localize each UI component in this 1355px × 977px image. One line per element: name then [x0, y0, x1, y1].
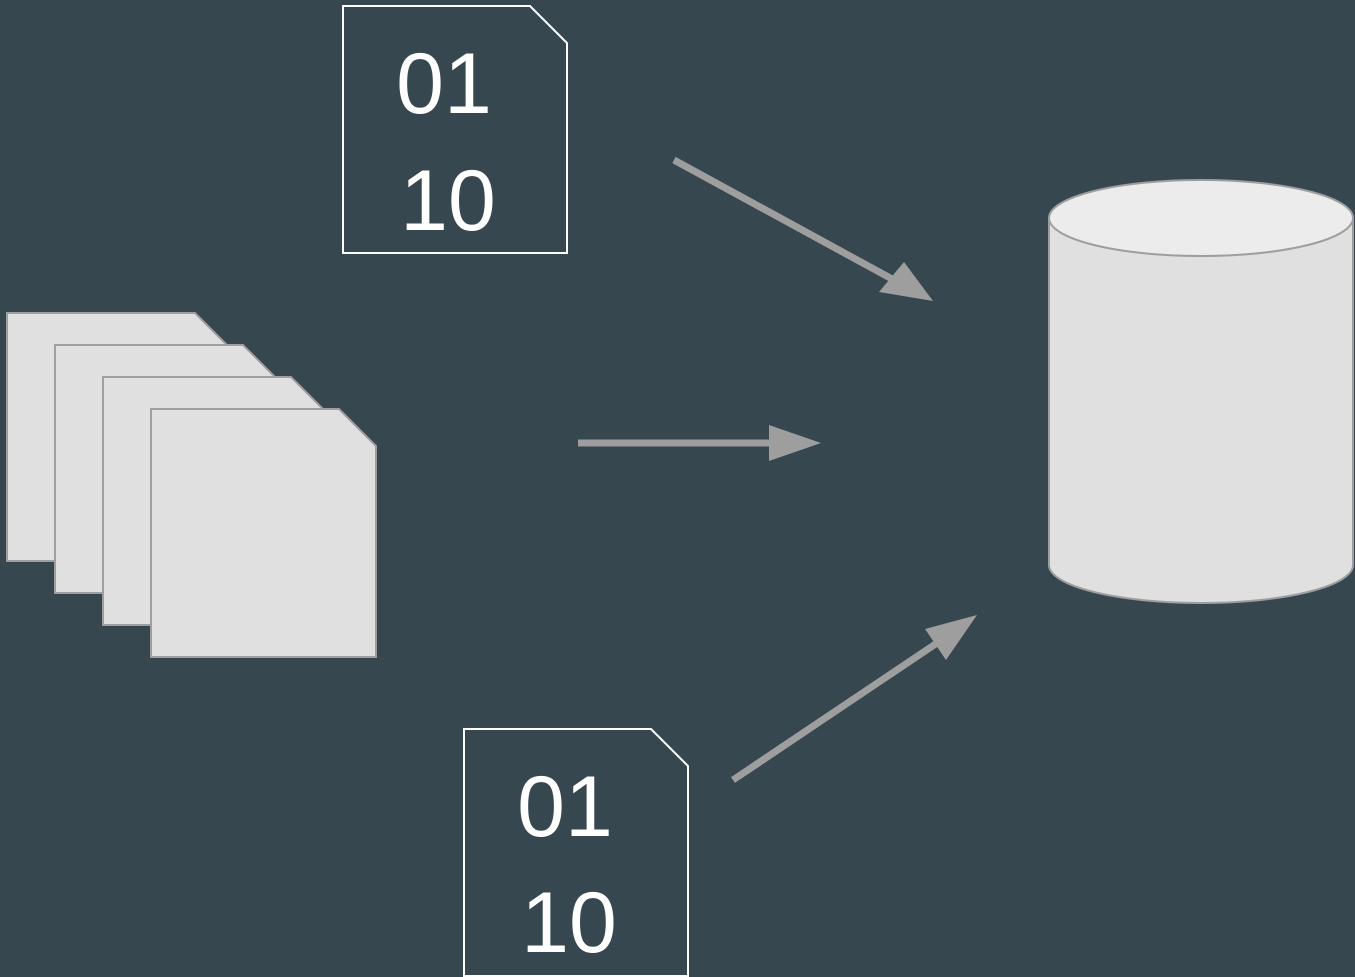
- binary-file-icon: [342, 5, 568, 254]
- arrow-top: [672, 156, 933, 301]
- arrow-icon: [731, 638, 942, 783]
- arrow-icon: [672, 156, 894, 283]
- arrow-head-icon: [879, 262, 933, 301]
- document-sheet-4: [150, 408, 377, 658]
- arrow-bottom: [731, 615, 977, 783]
- arrow-head-icon: [769, 425, 821, 461]
- database-body: [1048, 217, 1354, 604]
- binary-file-icon: [463, 728, 689, 977]
- document-stack-icon: [6, 312, 377, 658]
- binary-file-top-line2: 10: [400, 153, 496, 249]
- binary-file-top: 01 10: [342, 5, 568, 254]
- database-top: [1048, 179, 1354, 257]
- binary-file-bottom: 01 10: [463, 728, 689, 977]
- database-cylinder-icon: [1048, 179, 1354, 604]
- binary-file-bottom-line2: 10: [521, 875, 617, 971]
- binary-file-bottom-line1: 01: [517, 759, 613, 855]
- arrow-head-icon: [925, 615, 977, 660]
- arrow-middle: [578, 425, 821, 461]
- binary-file-top-line1: 01: [396, 36, 492, 132]
